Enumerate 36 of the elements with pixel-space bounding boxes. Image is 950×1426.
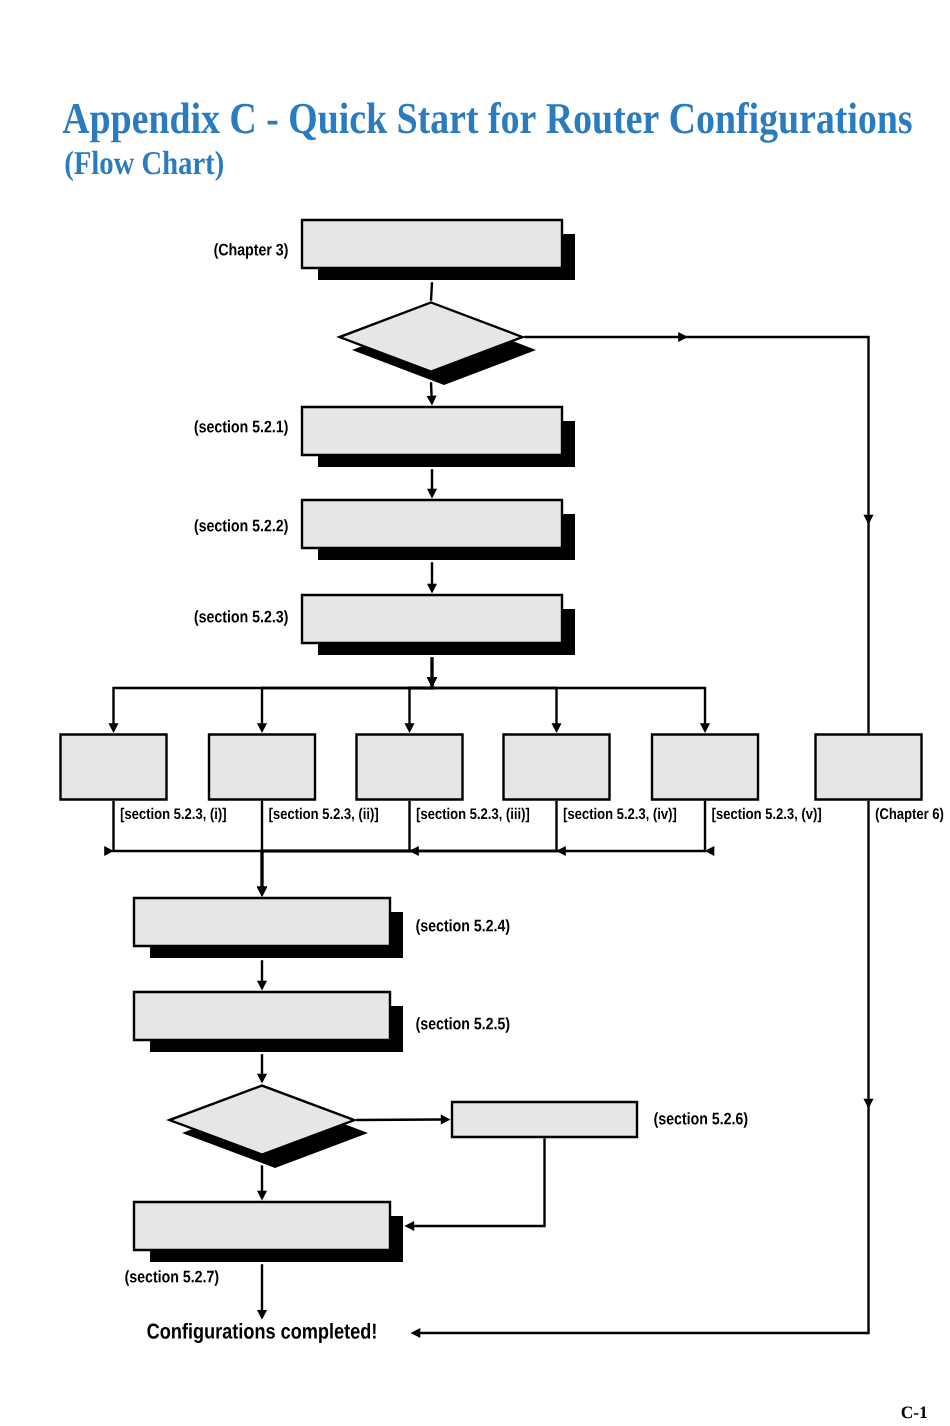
connector-line	[429, 282, 434, 301]
end-text: Configurations completed!	[147, 1323, 376, 1343]
section-label: [section 5.2.3, (v)]	[712, 807, 821, 823]
section-label: (section 5.2.4)	[416, 919, 510, 935]
process-box	[300, 218, 575, 280]
decision-diamond	[336, 301, 536, 385]
page-number: C-1	[901, 1406, 927, 1419]
title: Appendix C - Quick Start for Router Configurations	[62, 102, 912, 143]
process-box	[814, 733, 923, 801]
process-box	[502, 733, 611, 801]
section-label: [section 5.2.3, (ii)]	[269, 807, 378, 823]
process-box	[450, 1100, 639, 1139]
decision-diamond	[166, 1084, 368, 1168]
process-box	[132, 1200, 403, 1262]
process-box	[355, 733, 464, 801]
section-label: [section 5.2.3, (i)]	[120, 807, 226, 823]
process-box	[650, 733, 760, 801]
section-label: (section 5.2.3)	[194, 610, 288, 626]
section-label: [section 5.2.3, (iv)]	[563, 807, 677, 823]
process-box	[207, 733, 317, 801]
section-label: [section 5.2.3, (iii)]	[416, 807, 530, 823]
subtitle: (Flow Chart)	[65, 150, 223, 182]
process-box	[132, 896, 403, 958]
process-box	[300, 405, 575, 467]
arrow	[524, 331, 874, 734]
section-label: (section 5.2.6)	[654, 1112, 748, 1128]
section-label: (section 5.2.7)	[125, 1270, 219, 1286]
section-label: (Chapter 3)	[214, 243, 288, 259]
section-label: (section 5.2.5)	[416, 1017, 510, 1033]
process-box	[300, 593, 575, 655]
section-label: (Chapter 6)	[875, 807, 944, 823]
section-label: (section 5.2.1)	[194, 420, 288, 436]
process-box	[59, 733, 168, 801]
process-box	[132, 990, 403, 1052]
section-label: (section 5.2.2)	[194, 519, 288, 535]
process-box	[300, 498, 575, 560]
